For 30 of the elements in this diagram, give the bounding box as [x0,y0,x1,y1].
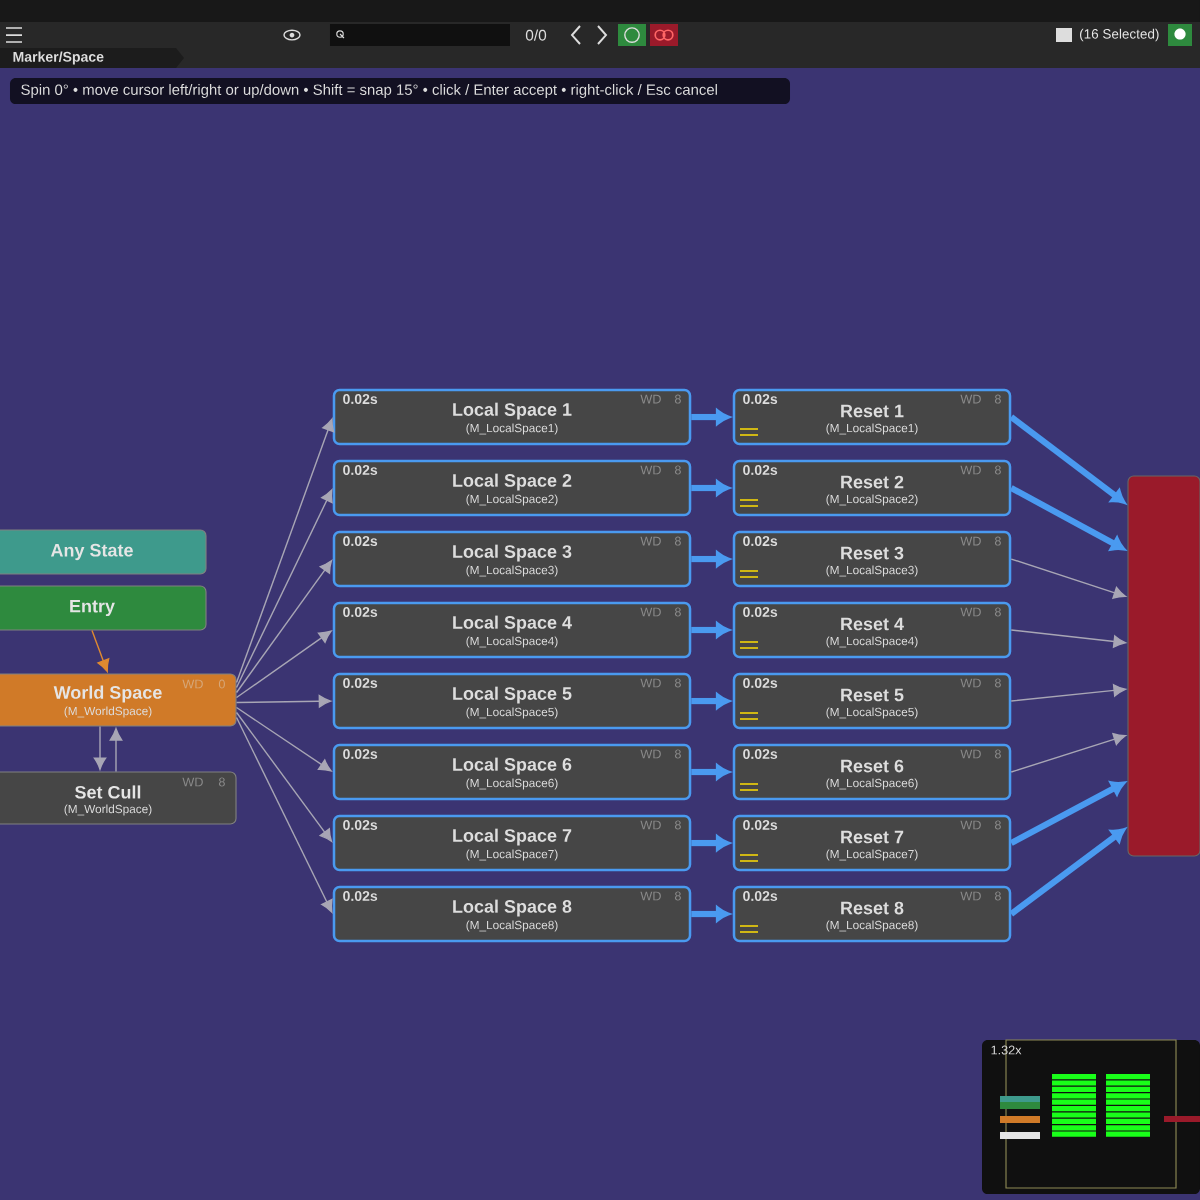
arrow [235,716,333,913]
state-box: Any State [0,529,207,575]
arrow [1009,828,1126,917]
arrow [235,560,333,694]
arrow [235,711,333,842]
arrow [1010,558,1127,599]
arrow [1010,684,1126,702]
arrow [691,693,730,709]
arrow [691,906,730,922]
arrow [1009,414,1126,504]
arrow [1010,629,1126,648]
arrow [691,622,730,638]
arrow [1009,485,1126,551]
arrow [1010,733,1127,773]
arrow [1009,781,1126,846]
arrow [235,694,332,708]
arrow [691,835,730,851]
arrow [691,551,730,567]
arrow [691,480,730,496]
arrow [235,489,333,689]
arrow [235,418,335,684]
arrow [109,728,123,773]
arrow [691,764,730,780]
arrow [93,725,107,770]
arrow [235,706,332,772]
exit-box [1127,475,1200,857]
state-box: Entry [0,585,207,631]
arrow [235,630,332,699]
arrow [691,409,730,425]
arrow [91,629,110,673]
